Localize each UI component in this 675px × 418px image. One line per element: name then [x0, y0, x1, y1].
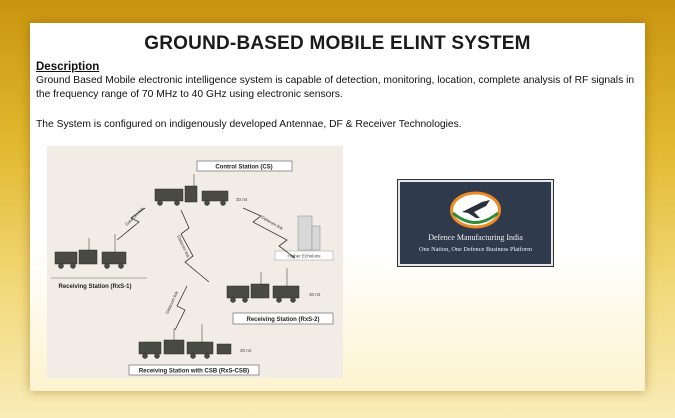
link-label-rxs2: Datacom link [176, 234, 191, 259]
link-label-he: Datacom link [261, 215, 285, 232]
receiving-station-csb-label: Receiving Station with CSB (RxS-CSB) [139, 369, 249, 375]
control-station-label-box [196, 160, 293, 172]
logo-name: Defence Manufacturing India [428, 233, 523, 242]
receiving-station-1-label: Receiving Station (RxS-1) [58, 284, 131, 290]
system-diagram-svg: Control Station (CS) 30 mt Higher Echelo… [51, 160, 334, 376]
slide-title: GROUND-BASED MOBILE ELINT SYSTEM [144, 33, 531, 54]
higher-echelons-label: Higher Echelons [287, 254, 321, 259]
receiving-station-2-vehicles [226, 268, 300, 303]
datacom-links [116, 207, 296, 331]
control-station-vehicles [154, 174, 229, 206]
link-label-rxs1: Datacom link [124, 205, 145, 226]
description-paragraph-2: The System is configured on indigenously… [36, 119, 462, 130]
control-station-label: Control Station (CS) [215, 165, 272, 171]
description-paragraph-1: Ground Based Mobile electronic intellige… [36, 75, 635, 100]
link-label-csb: Datacom link [164, 290, 179, 315]
description-heading: Description [36, 61, 100, 73]
higher-echelons-building [297, 215, 321, 251]
receiving-station-2-label: Receiving Station (RxS-2) [246, 317, 319, 323]
system-diagram: Control Station (CS) 30 mt Higher Echelo… [47, 146, 343, 378]
receiving-station-csb-vehicles [138, 324, 232, 359]
jet-emblem-icon [450, 191, 501, 229]
logo-tagline: One Nation, One Defence Business Platfor… [419, 246, 532, 253]
receiving-station-1-vehicles [54, 234, 127, 269]
slide: GROUND-BASED MOBILE ELINT SYSTEM Descrip… [30, 23, 645, 391]
distance-label-cs: 30 mt [236, 197, 248, 202]
dmi-logo: Defence Manufacturing India One Nation, … [397, 179, 554, 267]
distance-label-rxs2: 30 mt [309, 292, 321, 297]
distance-label-csb: 30 mt [240, 348, 252, 353]
